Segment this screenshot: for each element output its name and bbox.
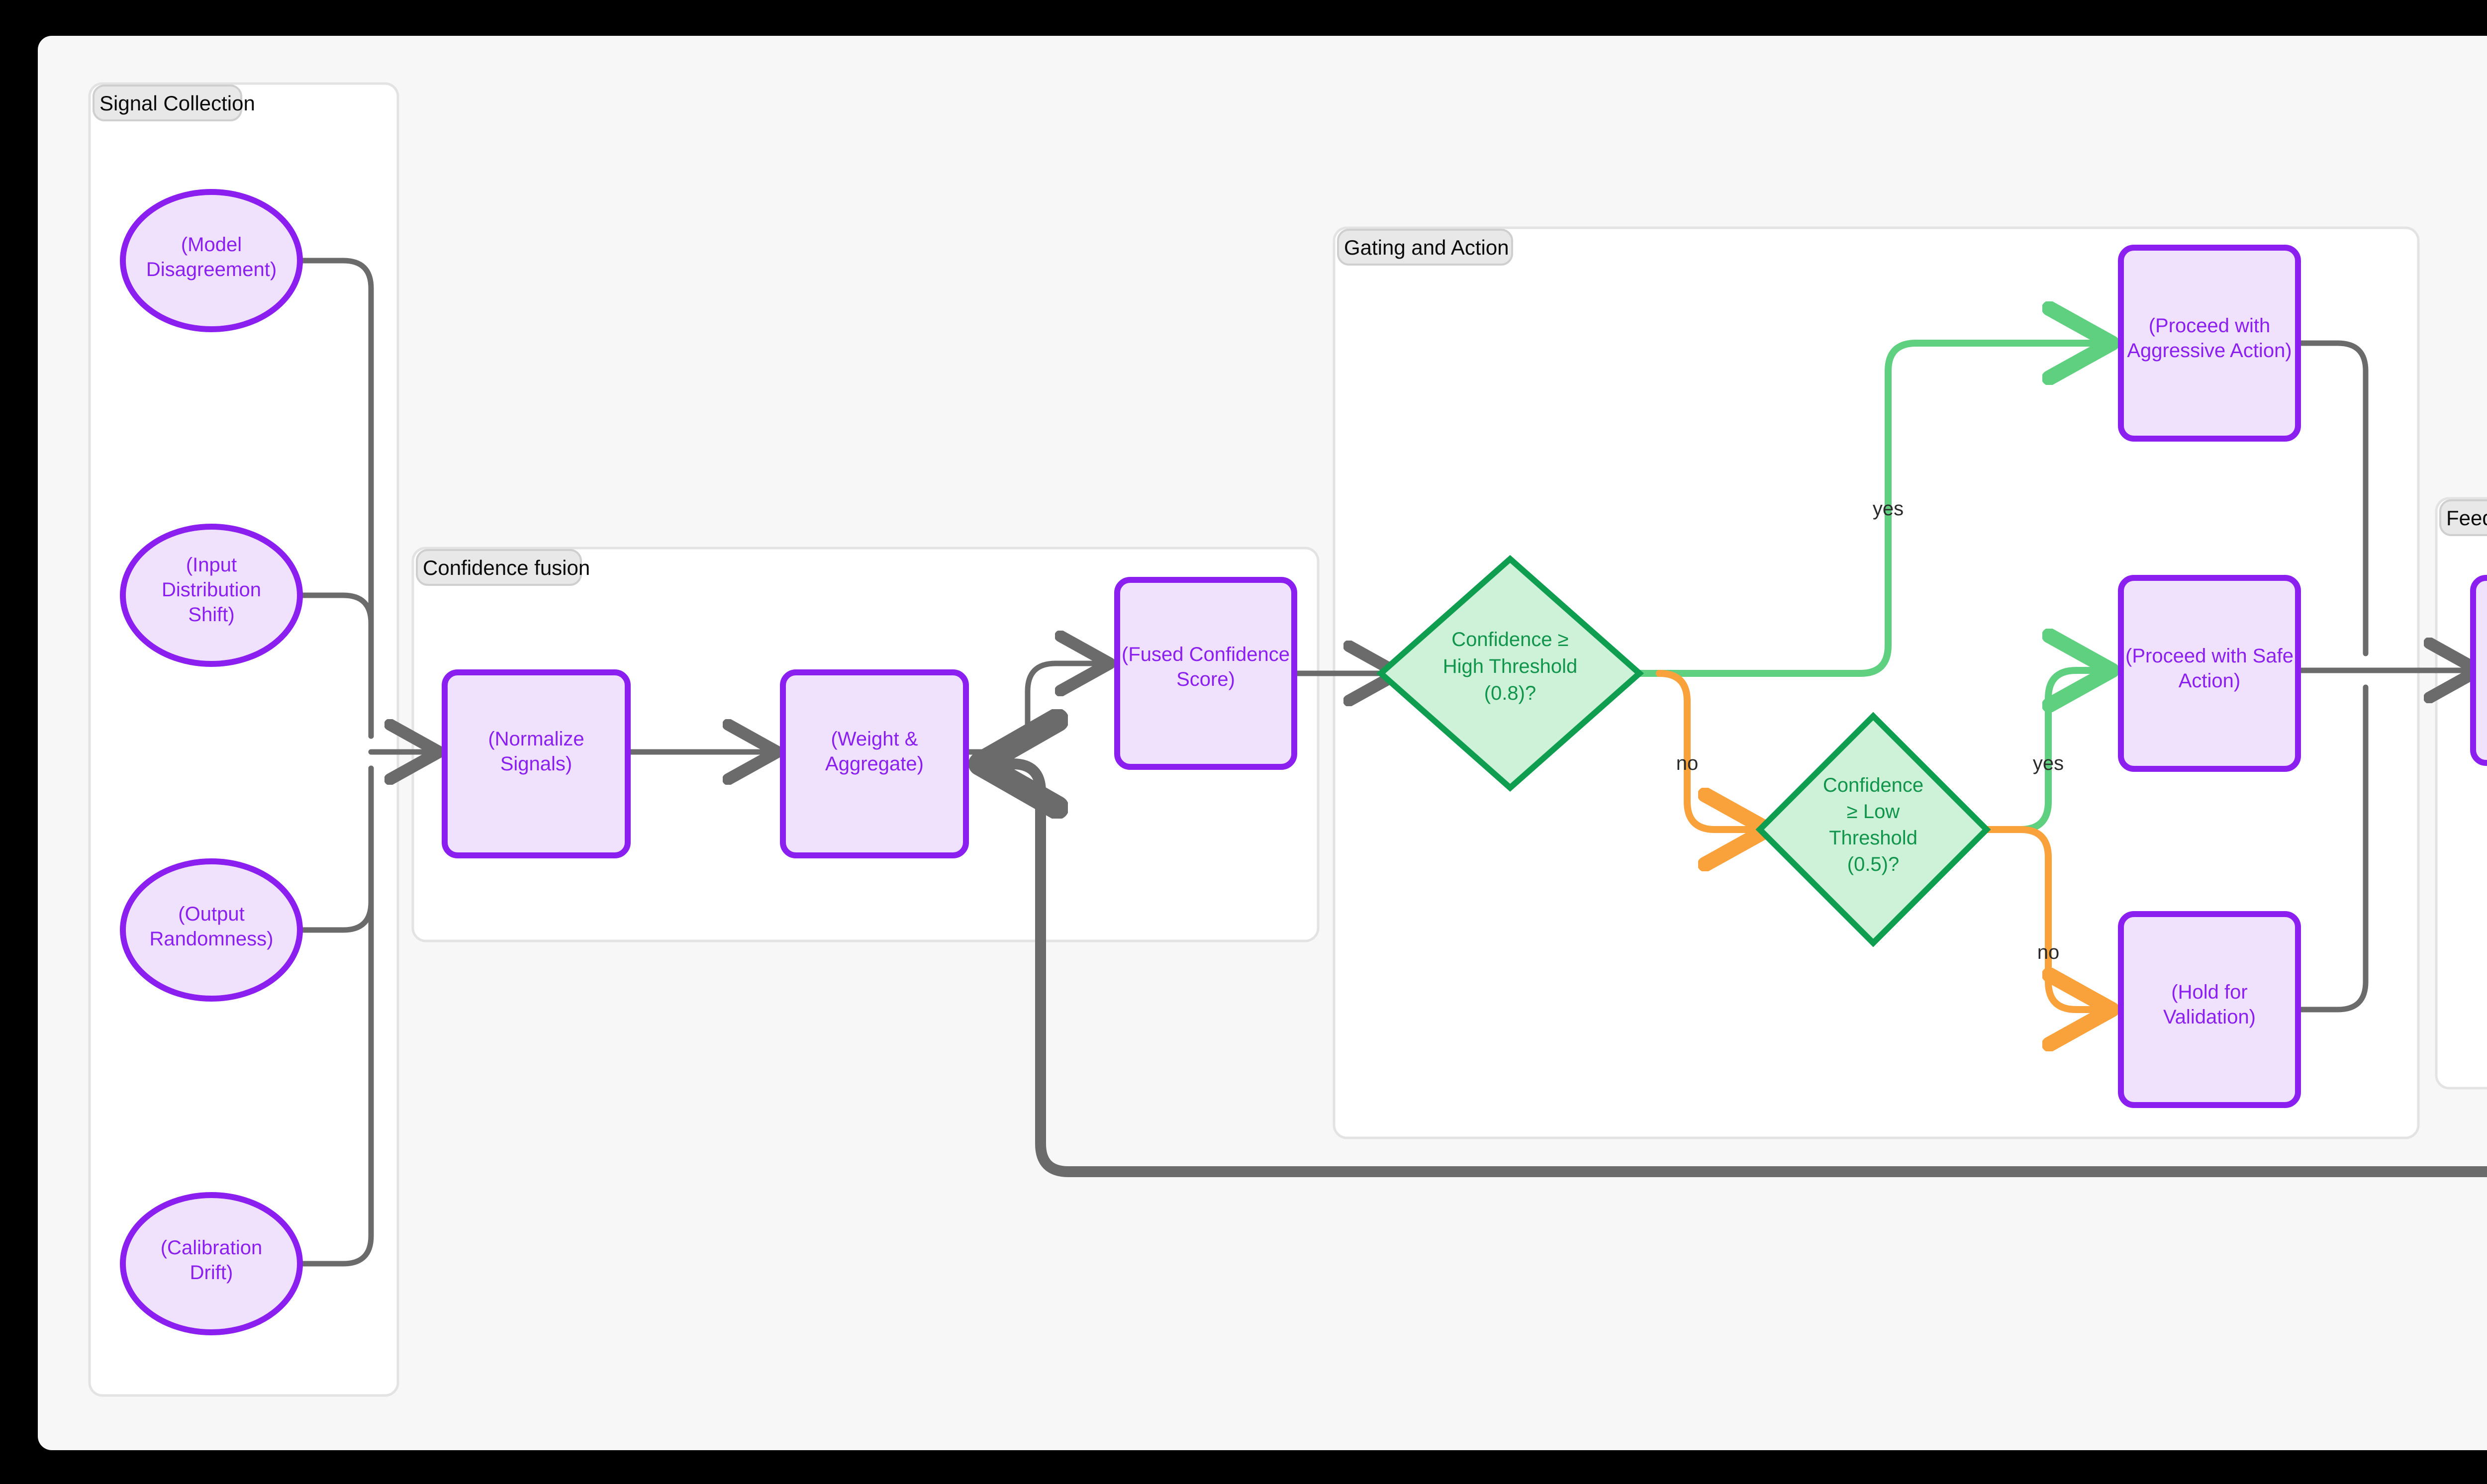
edge-label-low-no: no xyxy=(2037,941,2060,963)
subgraph-gating-and-action: Gating and Action xyxy=(1333,226,2420,1139)
edges-actions-to-log-outcome xyxy=(2297,340,2473,1013)
node-low-threshold-decision[interactable]: Confidence ≥ Low Threshold (0.5)? xyxy=(1755,712,1991,947)
node-label-line: Disagreement) xyxy=(146,259,277,280)
node-label-line: Validation) xyxy=(2163,1006,2256,1028)
node-label-line: (Model xyxy=(181,234,242,256)
node-label-line: Shift) xyxy=(188,604,234,626)
node-high-threshold-decision[interactable]: Confidence ≥ High Threshold (0.8)? xyxy=(1376,555,1644,792)
node-label-line: Aggregate) xyxy=(825,753,924,775)
node-label-line: (Output xyxy=(178,903,244,925)
edge-high-no-low-decision: no xyxy=(1656,670,1761,830)
node-label-line: Confidence xyxy=(1823,774,1923,796)
edge-high-yes-aggressive: yes xyxy=(1634,343,2105,677)
node-model-disagreement[interactable]: (Model Disagreement) xyxy=(120,189,303,332)
node-proceed-aggressive[interactable]: (Proceed with Aggressive Action) xyxy=(2118,245,2301,442)
node-label-line: Score) xyxy=(1176,668,1235,690)
edges-signals-to-normalize xyxy=(295,258,434,1267)
node-label-line: (Proceed with xyxy=(2149,315,2271,337)
node-label-line: High Threshold xyxy=(1443,655,1578,677)
node-label-line: Signals) xyxy=(500,753,573,775)
node-label-line: Action) xyxy=(2179,670,2241,692)
node-label-line: Distribution xyxy=(162,579,261,601)
edge-low-no-hold: no xyxy=(1981,826,2105,1010)
node-label-line: (Input xyxy=(186,554,237,576)
edge-low-yes-safe: yes xyxy=(1981,670,2105,833)
node-label-line: (Fused Confidence xyxy=(1122,644,1290,665)
edge-label-low-yes: yes xyxy=(2033,752,2064,774)
node-proceed-safe[interactable]: (Proceed with Safe Action) xyxy=(2118,575,2301,772)
node-label-line: Randomness) xyxy=(149,928,273,950)
node-fused-confidence-score[interactable]: (Fused Confidence Score) xyxy=(1114,577,1297,770)
node-label-line: Drift) xyxy=(190,1262,233,1284)
edge-label-high-no: no xyxy=(1676,752,1699,774)
node-log-actual-outcome[interactable]: (Log Actual Outcome) xyxy=(2470,575,2487,766)
node-label-line: (Weight & xyxy=(831,728,918,750)
node-input-distribution-shift[interactable]: (Input Distribution Shift) xyxy=(120,524,303,667)
subgraph-label-confidence-fusion: Confidence fusion xyxy=(423,556,590,579)
node-label-line: Threshold xyxy=(1829,827,1917,849)
node-label-line: (0.5)? xyxy=(1847,853,1900,875)
node-calibration-drift[interactable]: (Calibration Drift) xyxy=(120,1192,303,1335)
edge-label-high-yes: yes xyxy=(1873,498,1904,520)
subgraph-label-gating-and-action: Gating and Action xyxy=(1344,236,1509,259)
node-label-line: (Normalize xyxy=(488,728,584,750)
subgraph-label-signal-collection: Signal Collection xyxy=(99,92,255,115)
node-normalize-signals[interactable]: (Normalize Signals) xyxy=(442,669,631,858)
edge-feedback-loop xyxy=(986,764,2487,1177)
node-label-line: (0.8)? xyxy=(1484,682,1536,704)
subgraph-label-feedback-loop: Feedback Loop xyxy=(2446,506,2487,530)
node-label-line: (Hold for xyxy=(2171,981,2247,1003)
node-label-line: ≥ Low xyxy=(1847,801,1900,823)
node-hold-for-validation[interactable]: (Hold for Validation) xyxy=(2118,911,2301,1108)
node-weight-aggregate[interactable]: (Weight & Aggregate) xyxy=(780,669,969,858)
node-label-line: Aggressive Action) xyxy=(2127,340,2292,362)
node-output-randomness[interactable]: (Output Randomness) xyxy=(120,858,303,1002)
node-label-line: (Proceed with Safe xyxy=(2125,645,2294,667)
node-label-line: Confidence ≥ xyxy=(1451,629,1568,650)
node-label-line: (Calibration xyxy=(161,1237,263,1259)
